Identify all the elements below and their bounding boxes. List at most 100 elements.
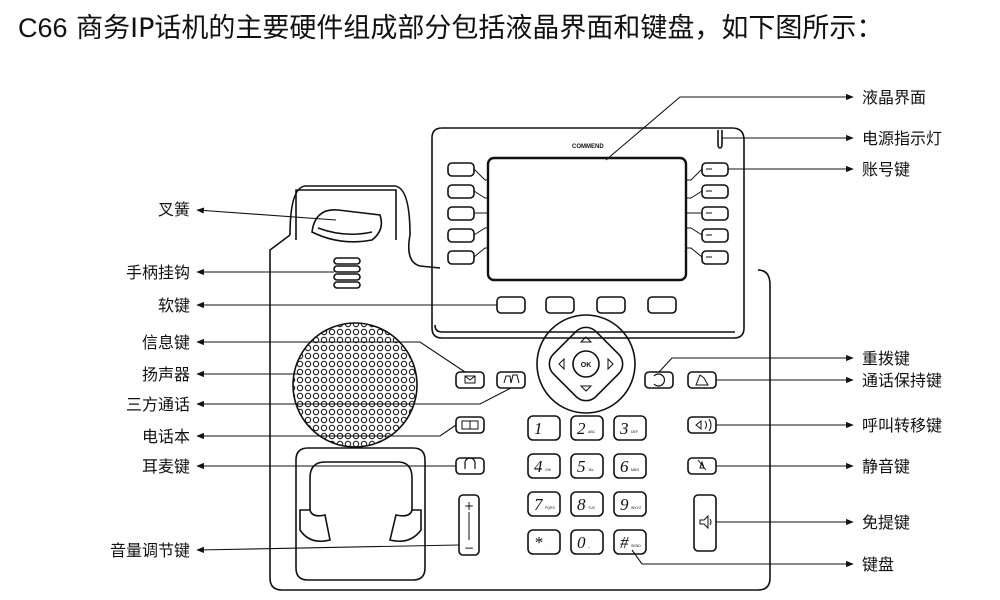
keypad-letters: JKL	[588, 468, 594, 472]
cradle-bracket	[295, 189, 397, 240]
speaker-icon	[699, 514, 712, 530]
keypad-letters: WXYZ	[631, 506, 642, 510]
label-redial-key: 重拨键	[862, 349, 910, 368]
lcd-screen	[486, 156, 688, 282]
page-heading: C66 商务IP话机的主要硬件组成部分包括液晶界面和键盘，如下图所示：	[18, 6, 883, 45]
keypad-letters: ABC	[588, 430, 596, 434]
label-handsfree-key: 免提键	[862, 513, 910, 532]
book-icon	[461, 420, 479, 430]
label-keypad: 键盘	[862, 555, 894, 574]
keypad-letters: SEND	[631, 544, 641, 548]
keypad-key-frame	[570, 415, 604, 441]
headset-key	[455, 457, 485, 475]
handsfree-key	[693, 494, 717, 552]
hook-switch	[311, 209, 383, 243]
label-soft-keys: 软键	[158, 296, 190, 315]
keypad-key-frame	[613, 491, 647, 517]
volume-key	[458, 494, 480, 556]
label-message-key: 信息键	[142, 333, 190, 352]
handset-well-inner	[309, 461, 413, 510]
speaker-grille	[292, 322, 418, 448]
keypad-key-1: 1	[527, 415, 561, 441]
transfer-key	[687, 416, 717, 434]
label-transfer-key: 呼叫转移键	[862, 416, 942, 435]
handset-well	[295, 447, 426, 581]
label-headset-key: 耳麦键	[142, 457, 190, 476]
keypad-key-frame	[570, 491, 604, 517]
keypad-key-frame	[527, 529, 561, 555]
hold-key	[687, 371, 717, 389]
keypad-key-frame	[613, 453, 647, 479]
label-hold-key: 通话保持键	[862, 371, 942, 390]
label-phonebook: 电话本	[142, 427, 190, 446]
keypad-key-frame	[527, 453, 561, 479]
keypad-digit: 3	[619, 419, 629, 438]
soft-keys	[496, 296, 677, 314]
hold-icon	[695, 374, 709, 386]
keypad-key-frame	[613, 529, 647, 555]
transfer-icon	[695, 418, 712, 432]
keypad-letters: PQRS	[545, 506, 556, 510]
keypad-digit: 1	[534, 419, 543, 438]
keypad-key-frame	[527, 415, 561, 441]
keypad-key-10: *.	[527, 529, 561, 555]
keypad-digit: 2	[577, 419, 586, 438]
label-volume-key: 音量调节键	[110, 541, 190, 560]
keypad-key-frame	[613, 415, 647, 441]
envelope-icon	[464, 375, 476, 384]
label-mute-key: 静音键	[862, 457, 910, 476]
power-led	[717, 130, 723, 149]
conference-icon	[503, 374, 520, 384]
label-handset-hook: 手柄挂钩	[126, 263, 190, 282]
keypad-letters: GHI	[545, 468, 551, 472]
mute-icon	[697, 459, 707, 471]
account-keys-right	[686, 162, 729, 265]
label-power-led: 电源指示灯	[862, 129, 942, 148]
label-account-keys: 账号键	[862, 160, 910, 179]
keypad-letters: TUV	[588, 506, 596, 510]
keypad-key-12: #SEND	[613, 529, 647, 555]
keypad-key-11: 0_	[570, 529, 604, 555]
keypad-key-frame	[527, 491, 561, 517]
keypad-digit: 5	[577, 457, 586, 476]
keypad-digit: 8	[577, 495, 586, 514]
nav-cluster	[536, 314, 636, 414]
keypad-digit: #	[620, 533, 629, 552]
keypad-digit: 7	[534, 495, 544, 514]
keypad-digit: 4	[534, 457, 543, 476]
keypad-digit: *	[534, 533, 543, 552]
phone-body	[269, 234, 771, 591]
volume-plus: +	[464, 499, 474, 513]
redial-icon	[653, 373, 665, 387]
handset-hook	[333, 257, 361, 289]
keypad-key-frame	[570, 453, 604, 479]
keypad-letters: MNO	[631, 468, 639, 472]
brand-logo: COMMEND	[572, 144, 604, 150]
heading-model: C66	[18, 13, 68, 43]
label-lcd: 液晶界面	[862, 88, 926, 107]
label-conference: 三方通话	[126, 395, 190, 414]
keypad-letters: _	[587, 544, 590, 548]
lcd-housing	[431, 127, 745, 339]
headset-icon	[464, 457, 476, 469]
keypad-digit: 6	[620, 457, 629, 476]
account-keys-left	[447, 162, 488, 265]
cradle-support	[289, 185, 441, 269]
volume-minus: −	[464, 541, 474, 555]
keypad-letters: DEF	[631, 430, 638, 434]
message-key	[455, 371, 485, 389]
keypad-letters: .	[545, 544, 546, 548]
label-speaker: 扬声器	[142, 365, 190, 384]
ok-label: OK	[581, 362, 592, 369]
keypad-digit: 9	[620, 495, 629, 514]
